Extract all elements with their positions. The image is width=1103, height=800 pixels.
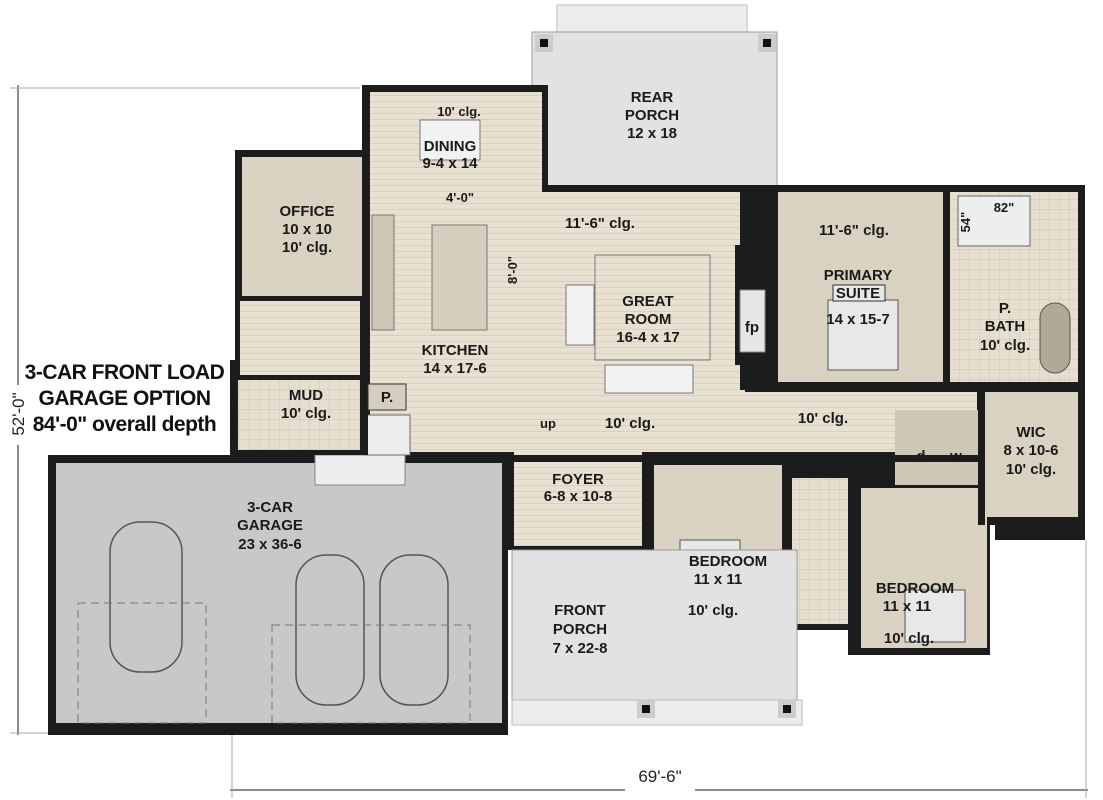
stairs <box>364 414 411 456</box>
garage-option-note: 3-CAR FRONT LOAD GARAGE OPTION 84'-0" ov… <box>22 360 227 438</box>
rear-porch-size: 12 x 18 <box>627 125 677 142</box>
dryer-label: d <box>916 448 925 465</box>
width-dimension-line: 69'-6" <box>230 540 1088 798</box>
bedroom1-ceiling: 10' clg. <box>688 602 738 619</box>
foyer-floor <box>514 452 642 546</box>
stairs-up-label: up <box>540 416 556 431</box>
sofa <box>604 364 694 394</box>
shower-width: 82" <box>994 200 1015 215</box>
island-length: 8'-0" <box>505 256 520 284</box>
great-room-ceiling: 11'-6" clg. <box>565 215 635 232</box>
primary-suite-label-2: SUITE <box>836 285 880 302</box>
primary-bath-label: P. <box>999 300 1011 317</box>
pantry-label: P. <box>381 389 393 406</box>
car-icon <box>109 521 449 706</box>
washer-label: w <box>949 448 962 465</box>
wic-size: 8 x 10-6 <box>1003 442 1058 459</box>
note-line-1: 3-CAR FRONT LOAD <box>24 361 225 384</box>
hall-ceiling-2: 10' clg. <box>798 410 848 427</box>
bathtub <box>1039 302 1071 374</box>
dining-ceiling: 10' clg. <box>437 104 481 119</box>
hall-ceiling: 10' clg. <box>605 415 655 432</box>
great-room-label-2: ROOM <box>625 311 672 328</box>
garage: 3-CAR GARAGE 23 x 36-6 <box>48 454 508 735</box>
shower <box>957 195 1031 247</box>
kitchen-size: 14 x 17-6 <box>423 360 486 377</box>
garage-size: 23 x 36-6 <box>238 536 301 553</box>
width-dimension-label: 69'-6" <box>638 767 681 786</box>
front-porch-label-2: PORCH <box>553 621 607 638</box>
office-floor <box>242 157 362 297</box>
wic-label: WIC <box>1016 424 1045 441</box>
garage-label-2: GARAGE <box>237 517 303 534</box>
note-line-3: 84'-0" overall depth <box>32 413 217 436</box>
bedroom2-label: BEDROOM <box>876 580 954 597</box>
dining-label: DINING <box>424 138 477 155</box>
primary-bath-ceiling: 10' clg. <box>980 337 1030 354</box>
garage-label: 3-CAR <box>247 499 293 516</box>
primary-suite-label: PRIMARY <box>824 267 893 284</box>
primary-bath-label-2: BATH <box>985 318 1026 335</box>
rear-porch-label-2: PORCH <box>625 107 679 124</box>
office-ceiling: 10' clg. <box>282 239 332 256</box>
dining-size: 9-4 x 14 <box>422 155 478 172</box>
bedroom2-ceiling: 10' clg. <box>884 630 934 647</box>
office-label: OFFICE <box>280 203 335 220</box>
kitchen-island <box>431 224 488 331</box>
wic-floor <box>985 392 1078 517</box>
mud-label: MUD <box>289 387 323 404</box>
hall-bath-floor <box>792 478 848 624</box>
primary-suite-ceiling: 11'-6" clg. <box>819 222 889 239</box>
note-line-2: GARAGE OPTION <box>38 387 211 410</box>
foyer-label: FOYER <box>552 471 604 488</box>
linen-label: linen <box>805 463 835 478</box>
rear-porch-label: REAR <box>631 89 674 106</box>
shower-depth: 54" <box>958 212 973 233</box>
rear-porch: REAR PORCH 12 x 18 <box>531 4 778 191</box>
primary-suite-size: 14 x 15-7 <box>826 311 889 328</box>
front-porch: FRONT PORCH 7 x 22-8 <box>511 549 803 726</box>
wic-ceiling: 10' clg. <box>1006 461 1056 478</box>
foyer-size: 6-8 x 10-8 <box>544 488 612 505</box>
island-width: 4'-0" <box>446 190 474 205</box>
great-room-label: GREAT <box>622 293 673 310</box>
kitchen-label: KITCHEN <box>422 342 489 359</box>
mud-floor <box>238 380 360 450</box>
bedroom2-size: 11 x 11 <box>883 598 931 615</box>
great-room-size: 16-4 x 17 <box>616 329 679 346</box>
dining-table <box>419 119 481 161</box>
front-porch-label: FRONT <box>554 602 606 619</box>
mud-ceiling: 10' clg. <box>281 405 331 422</box>
fireplace-label: fp <box>745 319 759 336</box>
bedroom1-label: BEDROOM <box>689 553 767 570</box>
office-size: 10 x 10 <box>282 221 332 238</box>
depth-dimension-label: 52'-0" <box>9 392 28 435</box>
bedroom1-size: 11 x 11 <box>694 571 742 588</box>
front-porch-size: 7 x 22-8 <box>552 640 607 657</box>
